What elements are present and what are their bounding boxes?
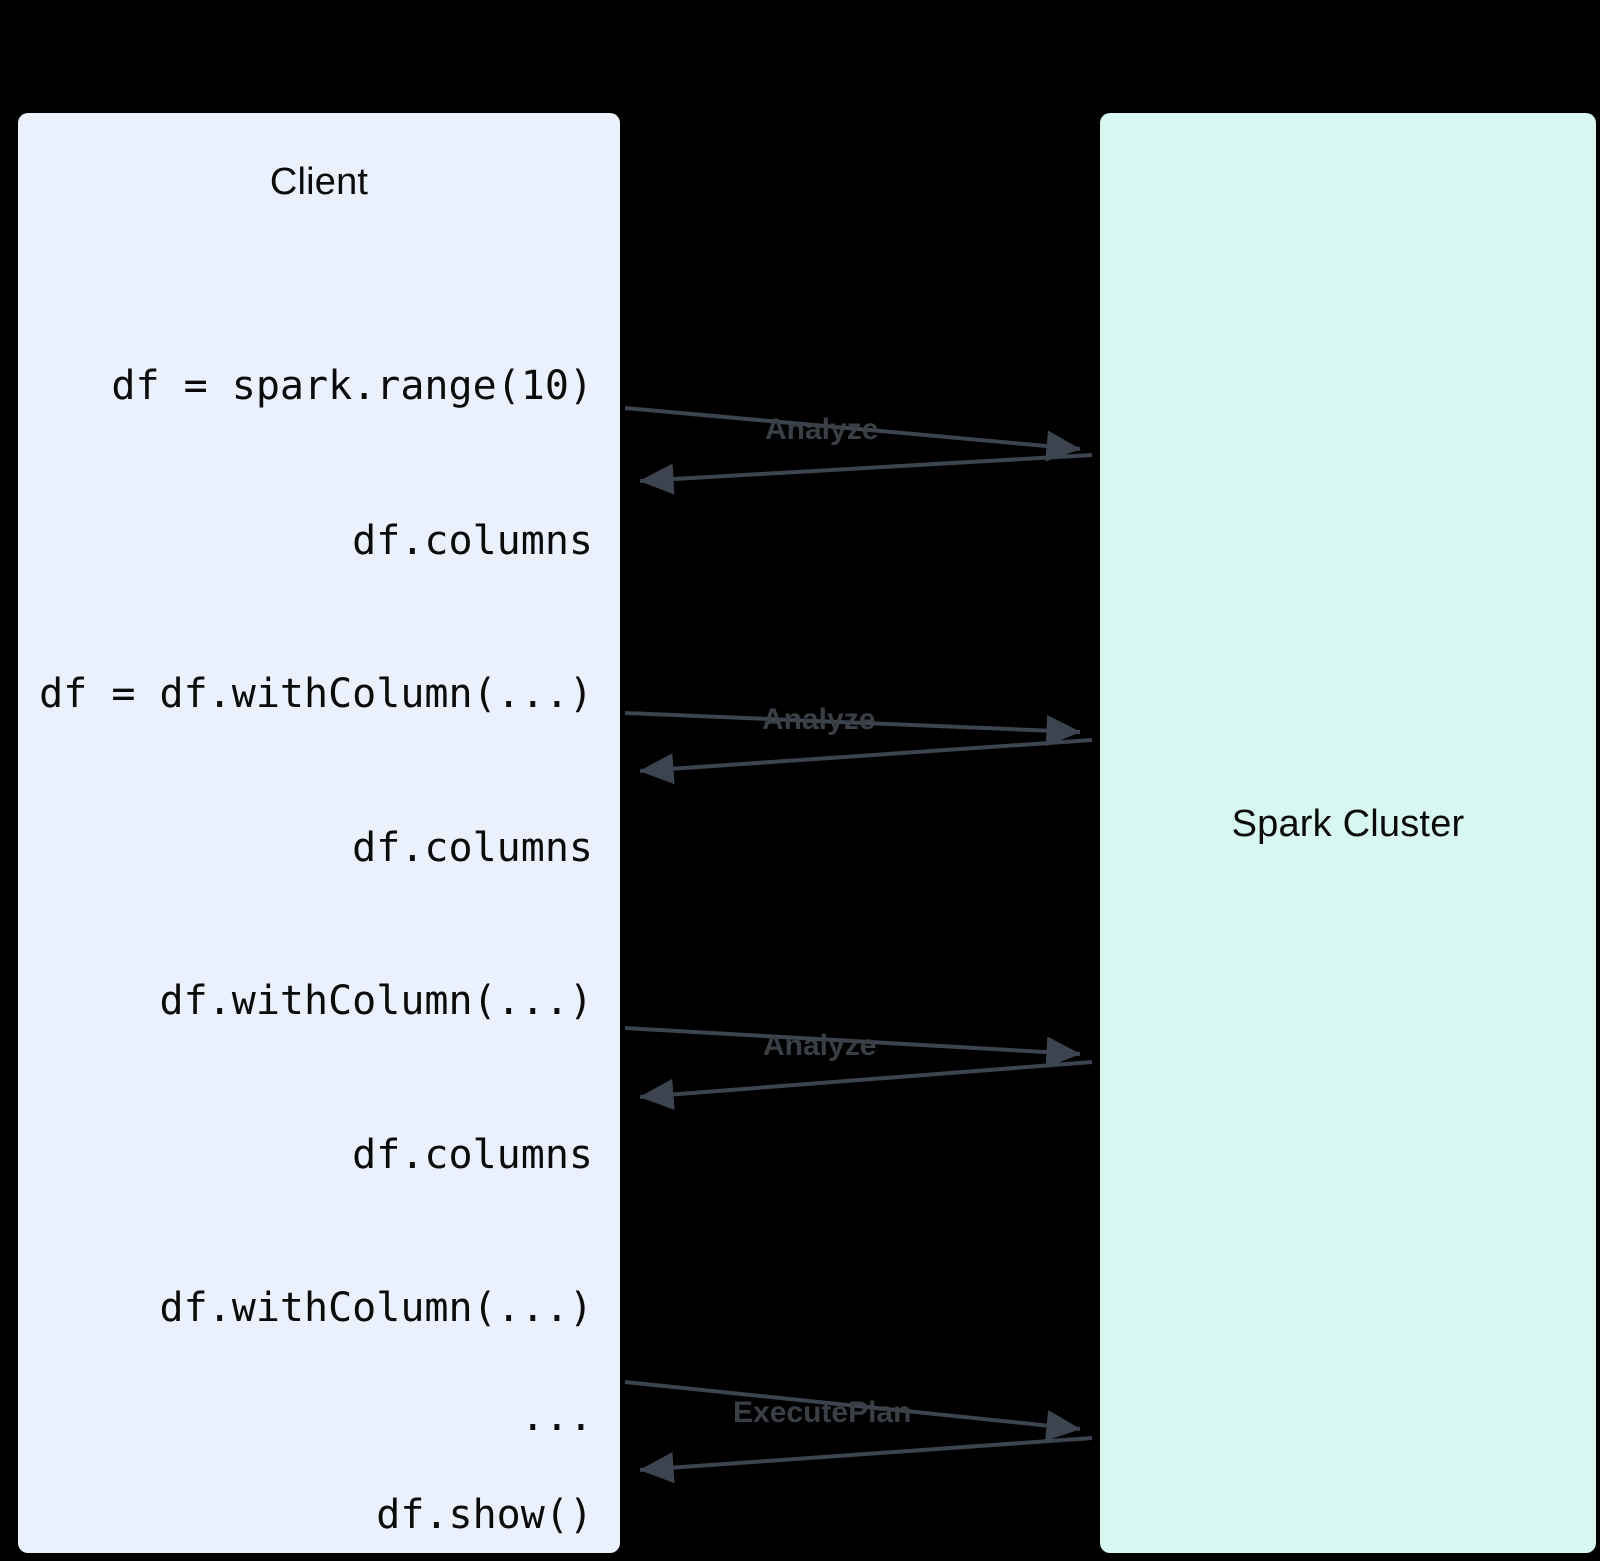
code-line-6: df.withColumn(...) [159, 1285, 593, 1331]
code-line-3: df.columns [352, 825, 593, 871]
message-response-line-0 [639, 453, 1093, 495]
code-line-2: df = df.withColumn(...) [39, 671, 593, 717]
participant-title-client: Client [269, 161, 369, 203]
code-line-8: df.show() [376, 1492, 593, 1538]
message-label-3: ExecutePlan [733, 1396, 912, 1429]
message-response-line-3 [639, 1436, 1093, 1484]
message-response-line-2 [639, 1060, 1093, 1110]
participant-box-client: Client df = spark.range(10) df.columns d… [18, 113, 620, 1553]
code-line-4: df.withColumn(...) [159, 978, 593, 1024]
code-line-7: ... [520, 1394, 593, 1440]
participant-title-spark-cluster: Spark Cluster [1231, 803, 1465, 845]
code-line-1: df.columns [352, 518, 593, 564]
message-response-line-1 [639, 738, 1093, 785]
code-line-0: df = spark.range(10) [111, 363, 593, 409]
message-label-2: Analyze [763, 1029, 877, 1062]
message-label-1: Analyze [762, 703, 876, 736]
participant-box-spark-cluster: Spark Cluster [1100, 113, 1596, 1553]
code-line-5: df.columns [352, 1132, 593, 1178]
message-label-0: Analyze [765, 413, 879, 446]
